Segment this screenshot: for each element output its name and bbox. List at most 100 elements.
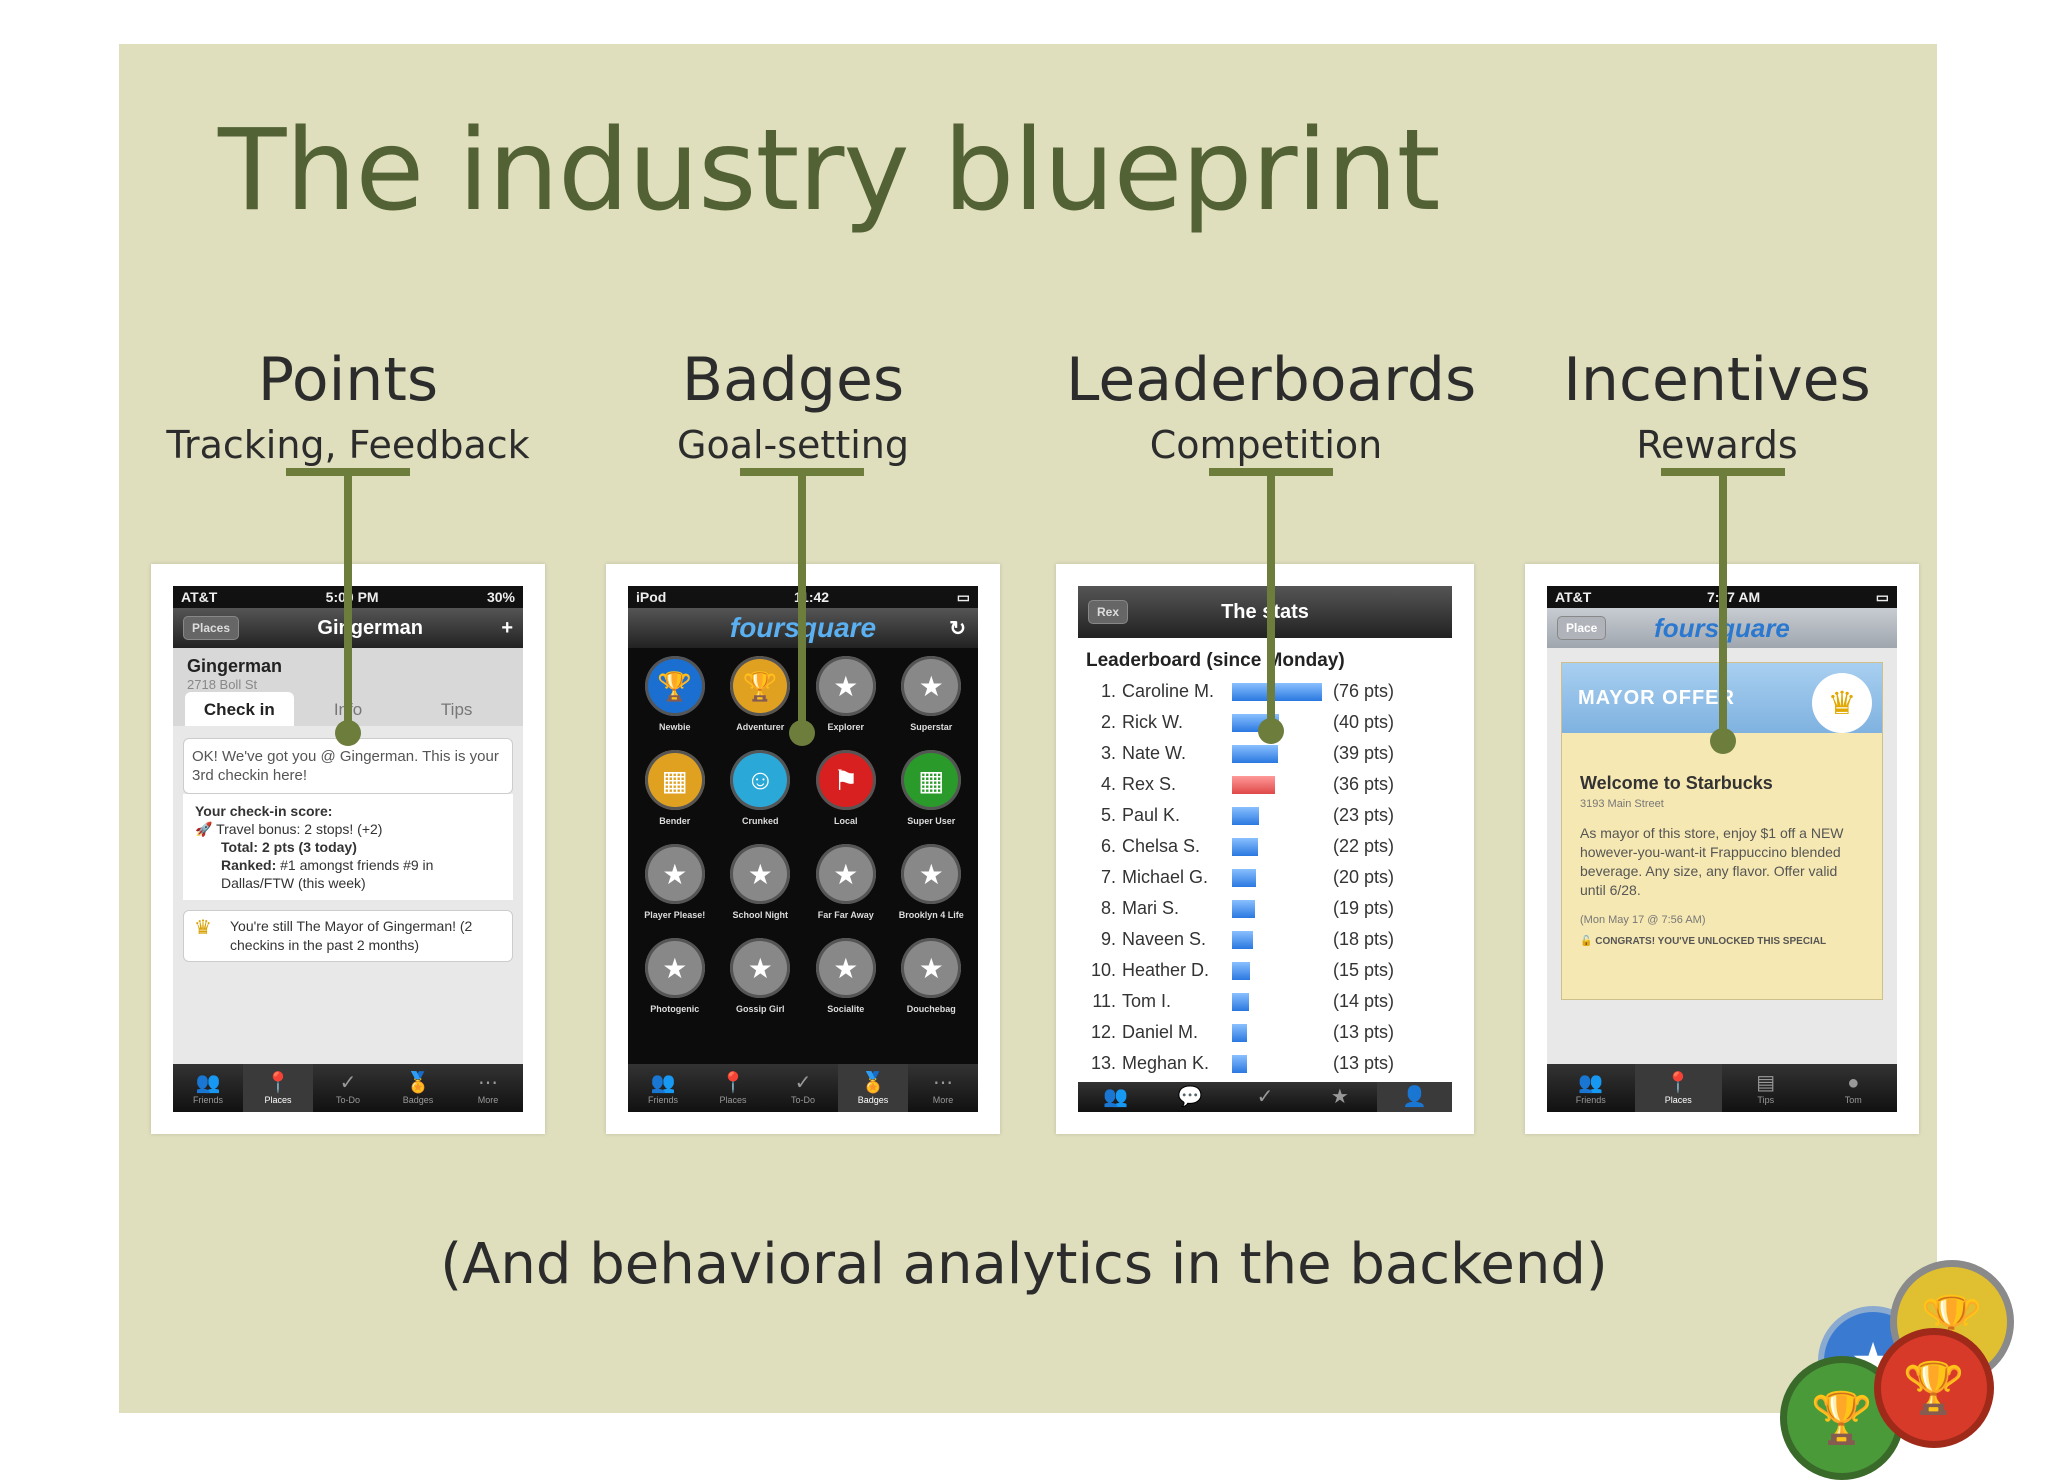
- leaderboard-row[interactable]: 1.Caroline M.(76 pts): [1078, 676, 1452, 707]
- score-bar-track: [1232, 899, 1327, 918]
- badge-label: Adventurer: [736, 722, 785, 732]
- leaderboard-row[interactable]: 13.Meghan K.(13 pts): [1078, 1048, 1452, 1079]
- score-bar-track: [1232, 806, 1327, 825]
- tab-places[interactable]: 📍Places: [1634, 1064, 1722, 1112]
- mayor-notice: ♛ You're still The Mayor of Gingerman! (…: [183, 910, 513, 962]
- badge-item[interactable]: ▦Bender: [632, 750, 718, 842]
- badge-item[interactable]: ▦Super User: [889, 750, 975, 842]
- leaderboard-row[interactable]: 7.Michael G.(20 pts): [1078, 862, 1452, 893]
- player-name: Chelsa S.: [1122, 836, 1201, 856]
- tab-tips[interactable]: ▤Tips: [1722, 1064, 1810, 1112]
- leaderboard-row[interactable]: 10.Heather D.(15 pts): [1078, 955, 1452, 986]
- offer-date: (Mon May 17 @ 7:56 AM): [1580, 914, 1706, 926]
- tab-shouts[interactable]: 💬: [1153, 1082, 1228, 1112]
- tab-label: Places: [719, 1095, 747, 1105]
- score-bar-track: [1232, 1023, 1327, 1042]
- checkin-score: Your check-in score: 🚀 Travel bonus: 2 s…: [183, 794, 513, 900]
- leaderboard-screenshot-card: Rex The stats Leaderboard (since Monday)…: [1056, 564, 1474, 1160]
- score-bar-track: [1232, 961, 1327, 980]
- badge-item[interactable]: ★School Night: [718, 844, 804, 936]
- friends-icon: 👥: [1578, 1072, 1604, 1094]
- leaderboard-row[interactable]: 9.Naveen S.(18 pts): [1078, 924, 1452, 955]
- connector-leaderboards: [1209, 468, 1333, 1028]
- badge-label: Brooklyn 4 Life: [898, 910, 964, 920]
- tab-more[interactable]: ⋯More: [453, 1064, 523, 1112]
- back-button[interactable]: Places: [183, 616, 240, 640]
- tab-friends[interactable]: 👥: [1078, 1082, 1153, 1112]
- leaderboard-row[interactable]: 11.Tom I.(14 pts): [1078, 986, 1452, 1017]
- carrier-label: AT&T: [181, 589, 218, 605]
- trophy-icon: 🏆: [730, 656, 791, 716]
- badge-item[interactable]: ★Douchebag: [889, 938, 975, 1030]
- score-points: (18 pts): [1333, 929, 1395, 949]
- badge-item[interactable]: ★Socialite: [803, 938, 889, 1030]
- badge-item[interactable]: ★Photogenic: [632, 938, 718, 1030]
- tab-friends[interactable]: 👥Friends: [173, 1064, 243, 1112]
- grid-icon: ⋯: [933, 1072, 953, 1094]
- leaderboard-row[interactable]: 5.Paul K.(23 pts): [1078, 800, 1452, 831]
- tab-profile[interactable]: ●Tom: [1810, 1064, 1898, 1112]
- tab-places[interactable]: 📍Places: [243, 1064, 313, 1112]
- badge-item[interactable]: ★Far Far Away: [803, 844, 889, 936]
- tab-me[interactable]: 👤: [1377, 1082, 1452, 1112]
- leaderboard-row[interactable]: 3.Nate W.(39 pts): [1078, 738, 1452, 769]
- tab-badges[interactable]: ★: [1302, 1082, 1377, 1112]
- star-icon: ★: [730, 938, 791, 998]
- badge-icon: 🏅: [405, 1072, 431, 1094]
- pin-icon: 📍: [1665, 1072, 1691, 1094]
- category-heading: Leaderboards: [1066, 345, 1477, 415]
- segment-check-in[interactable]: Check in: [185, 692, 294, 726]
- add-button[interactable]: +: [501, 616, 513, 639]
- check-icon: ✓: [1256, 1086, 1274, 1108]
- badge-label: Bender: [659, 816, 691, 826]
- rank: 3.: [1100, 743, 1116, 763]
- score-points: (76 pts): [1333, 681, 1395, 701]
- badge-label: Local: [833, 816, 858, 826]
- mayor-text: You're still The Mayor of Gingerman! (2 …: [230, 918, 473, 953]
- tab-friends[interactable]: 👥Friends: [1547, 1064, 1635, 1112]
- player-name: Caroline M.: [1122, 681, 1215, 701]
- leaderboard-row[interactable]: 12.Daniel M.(13 pts): [1078, 1017, 1452, 1048]
- player-name: Mari S.: [1122, 898, 1180, 918]
- leaderboard-row[interactable]: 8.Mari S.(19 pts): [1078, 893, 1452, 924]
- category-leaderboards: Leaderboards Competition: [1066, 340, 1477, 470]
- tab-places[interactable]: 📍Places: [698, 1064, 768, 1112]
- tab-more[interactable]: ⋯More: [908, 1064, 978, 1112]
- rank: 7.: [1100, 867, 1116, 887]
- badge-item[interactable]: ★Brooklyn 4 Life: [889, 844, 975, 936]
- badge-item[interactable]: ★Gossip Girl: [718, 938, 804, 1030]
- score-bar: [1232, 930, 1253, 949]
- tab-label: More: [477, 1095, 499, 1105]
- player-name: Meghan K.: [1122, 1053, 1210, 1073]
- badge-item[interactable]: 🏆Newbie: [632, 656, 718, 748]
- badge-item[interactable]: ★Player Please!: [632, 844, 718, 936]
- badge-item[interactable]: ★Explorer: [803, 656, 889, 748]
- total-label: Total:: [221, 839, 259, 855]
- score-bar: [1232, 744, 1278, 763]
- carrier-label: iPod: [636, 589, 667, 605]
- connector-stem: [798, 468, 806, 730]
- player-name: Nate W.: [1122, 743, 1187, 763]
- tab-badges[interactable]: 🏅Badges: [838, 1064, 908, 1112]
- back-button[interactable]: Rex: [1088, 600, 1129, 624]
- friends-icon: 👥: [195, 1072, 221, 1094]
- score-bar-track: [1232, 682, 1327, 701]
- leaderboard-row[interactable]: 4.Rex S.(36 pts): [1078, 769, 1452, 800]
- clock-label: 5:00 PM: [325, 589, 379, 605]
- trophy-icon: 🏆: [644, 656, 705, 716]
- back-button[interactable]: Place: [1557, 616, 1607, 640]
- tab-badges[interactable]: 🏅Badges: [383, 1064, 453, 1112]
- tab-friends[interactable]: 👥Friends: [628, 1064, 698, 1112]
- badge-item[interactable]: ★Superstar: [889, 656, 975, 748]
- connector-dot: [335, 720, 361, 746]
- tab-label: Places: [1664, 1095, 1692, 1105]
- tab-todo[interactable]: ✓: [1228, 1082, 1303, 1112]
- badge-item[interactable]: ☺Crunked: [718, 750, 804, 842]
- tab-todo[interactable]: ✓To-Do: [313, 1064, 383, 1112]
- refresh-icon[interactable]: ↻: [949, 617, 966, 640]
- badge-item[interactable]: ⚑Local: [803, 750, 889, 842]
- leaderboard-row[interactable]: 6.Chelsa S.(22 pts): [1078, 831, 1452, 862]
- badge-item[interactable]: 🏆 Adventurer: [718, 656, 804, 748]
- tab-todo[interactable]: ✓To-Do: [768, 1064, 838, 1112]
- segment-tips[interactable]: Tips: [440, 700, 473, 719]
